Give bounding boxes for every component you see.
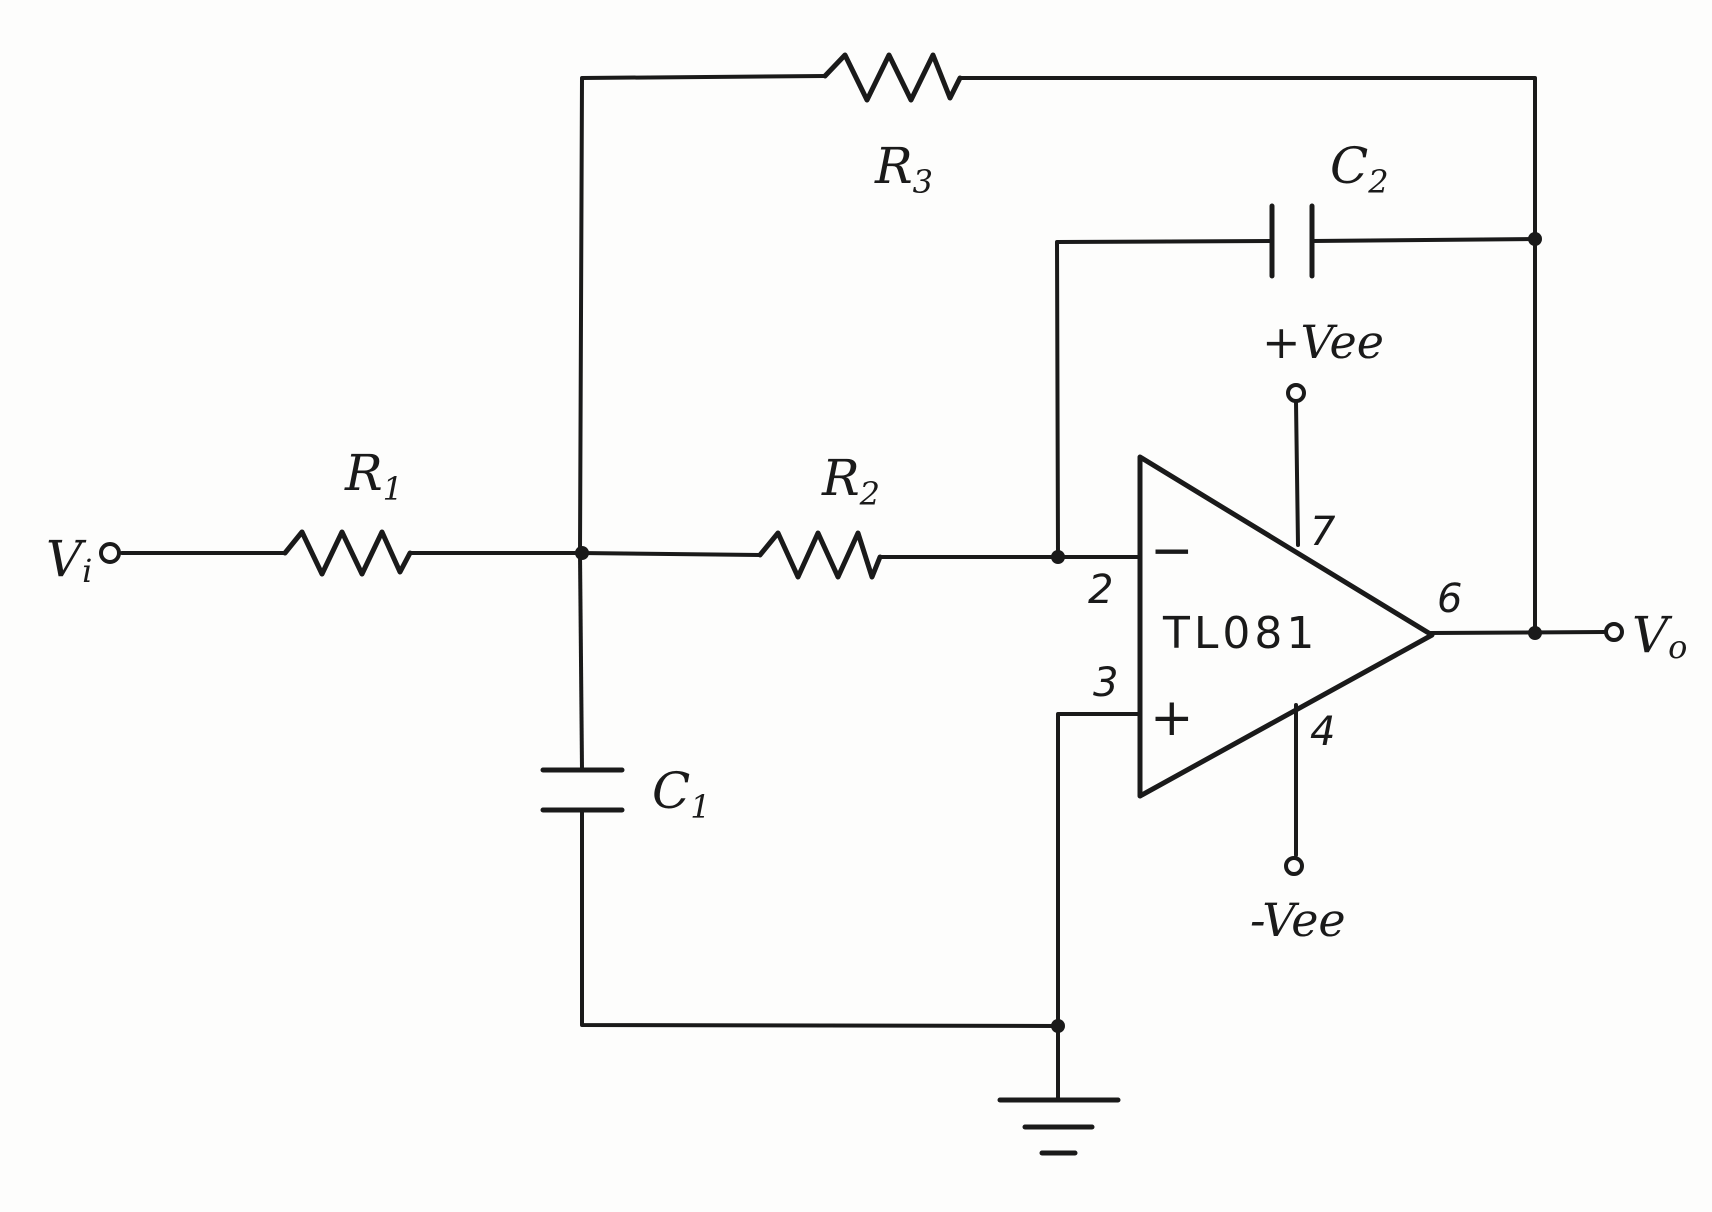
wire-node-r2 bbox=[578, 551, 762, 557]
label-r2: R2 bbox=[821, 449, 880, 513]
label-pin-7: 7 bbox=[1310, 509, 1336, 555]
label-opamp-part: TL081 bbox=[1162, 608, 1318, 659]
label-c2: C2 bbox=[1330, 137, 1389, 201]
wire-r3-right bbox=[958, 76, 1537, 637]
junction-dot-inverting bbox=[1051, 550, 1065, 564]
label-input-voltage: Vi bbox=[46, 530, 92, 590]
label-vpos: +Vee bbox=[1262, 315, 1384, 369]
capacitor-c1 bbox=[540, 767, 625, 813]
terminal-output bbox=[1604, 622, 1624, 642]
wire-output bbox=[1428, 630, 1607, 635]
wire-c1-ground bbox=[580, 808, 1059, 1028]
resistor-r3 bbox=[822, 52, 963, 103]
junction-dot-output bbox=[1528, 626, 1542, 640]
junction-dot-c2-right bbox=[1528, 232, 1542, 246]
wire-c2-right bbox=[1310, 237, 1537, 243]
ground-symbol bbox=[997, 1097, 1121, 1156]
label-output-voltage: Vo bbox=[1632, 606, 1687, 666]
terminal-input bbox=[99, 542, 121, 564]
label-pin-3: 3 bbox=[1093, 660, 1118, 706]
label-plus-sign: + bbox=[1150, 688, 1194, 748]
label-pin-2: 2 bbox=[1088, 567, 1113, 613]
junction-dot-ground bbox=[1051, 1019, 1065, 1033]
resistor-r2 bbox=[757, 530, 883, 580]
wire-c2-left bbox=[1055, 239, 1274, 559]
wire-vpos bbox=[1294, 400, 1300, 547]
label-c1: C1 bbox=[652, 762, 711, 826]
label-r1: R1 bbox=[344, 444, 403, 508]
label-r3: R3 bbox=[874, 137, 933, 201]
label-minus-sign: − bbox=[1150, 521, 1194, 581]
wire-node-up bbox=[578, 74, 827, 555]
capacitor-c2 bbox=[1269, 203, 1315, 279]
label-vneg: -Vee bbox=[1250, 893, 1346, 947]
terminal-vpos bbox=[1286, 383, 1306, 403]
label-pin-6: 6 bbox=[1437, 576, 1462, 622]
wire-node-c1 bbox=[578, 551, 584, 772]
terminal-vneg bbox=[1284, 856, 1304, 876]
wire-noninverting bbox=[1056, 712, 1142, 1102]
label-pin-4: 4 bbox=[1310, 709, 1335, 755]
junction-dot-input-node bbox=[575, 546, 589, 560]
wires bbox=[120, 74, 1607, 1102]
opamp-triangle bbox=[1137, 454, 1435, 799]
resistor-r1 bbox=[282, 529, 413, 577]
